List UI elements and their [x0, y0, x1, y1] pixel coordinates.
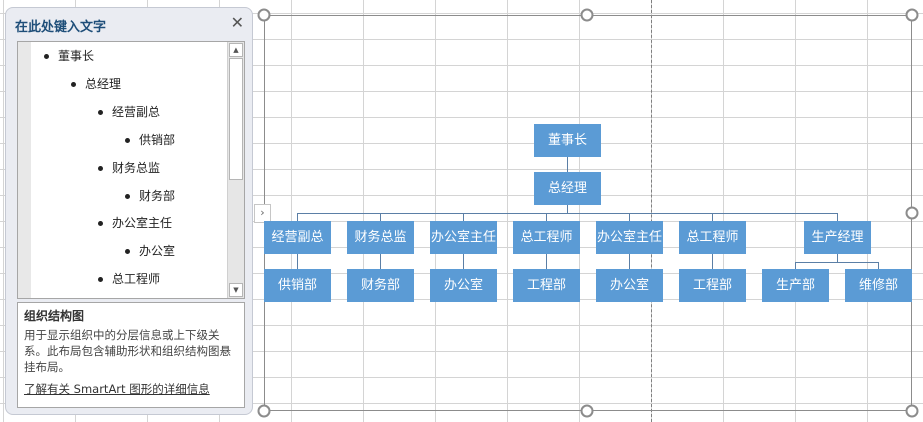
resize-handle-top[interactable]: [580, 8, 594, 22]
resize-handle-top-left[interactable]: [257, 8, 271, 22]
scrollbar-thumb[interactable]: [229, 58, 243, 180]
connector: [795, 262, 796, 269]
connector: [297, 254, 298, 269]
list-item-label: 经营副总: [112, 105, 161, 119]
scroll-down-icon[interactable]: ▼: [229, 283, 243, 297]
connector: [463, 213, 464, 221]
org-node-general-manager[interactable]: 总经理: [534, 172, 601, 205]
list-item[interactable]: 总工程师: [98, 269, 160, 289]
resize-handle-bottom-right[interactable]: [905, 404, 919, 418]
org-node-manager[interactable]: 财务总监: [347, 221, 414, 254]
org-node-manager[interactable]: 办公室主任: [596, 221, 663, 254]
page-break-line: [651, 0, 652, 422]
bullet-icon: [98, 166, 103, 171]
connector: [712, 213, 713, 221]
list-item[interactable]: 办公室: [125, 241, 175, 261]
bullet-icon: [98, 277, 103, 282]
org-node-department[interactable]: 工程部: [679, 269, 746, 302]
list-item-label: 总工程师: [112, 272, 161, 286]
org-node-department[interactable]: 办公室: [430, 269, 497, 302]
bullet-icon: [125, 194, 130, 199]
connector: [567, 205, 568, 213]
connector: [629, 213, 630, 221]
list-item-label: 财务部: [139, 189, 176, 203]
resize-handle-bottom-left[interactable]: [257, 404, 271, 418]
bullet-icon: [44, 54, 49, 59]
org-node-department[interactable]: 生产部: [762, 269, 829, 302]
text-pane: 在此处键入文字 ✕ 董事长 总经理 经营副总 供销部 财务总监 财务部 办公室主…: [5, 7, 253, 415]
resize-handle-right[interactable]: [905, 206, 919, 220]
list-item-label: 办公室: [139, 244, 176, 258]
text-pane-toggle-button[interactable]: ›: [254, 204, 271, 223]
list-item-label: 办公室主任: [112, 216, 173, 230]
list-item[interactable]: 供销部: [125, 130, 175, 150]
connector: [795, 262, 879, 263]
org-node-department[interactable]: 维修部: [845, 269, 912, 302]
bullet-icon: [71, 82, 76, 87]
org-node-manager[interactable]: 经营副总: [264, 221, 331, 254]
list-item[interactable]: 财务总监: [98, 158, 160, 178]
org-node-manager[interactable]: 总工程师: [679, 221, 746, 254]
org-node-manager[interactable]: 总工程师: [513, 221, 580, 254]
list-item-label: 董事长: [58, 49, 95, 63]
list-item[interactable]: 总经理: [71, 74, 121, 94]
org-node-department[interactable]: 供销部: [264, 269, 331, 302]
text-pane-title: 在此处键入文字: [15, 20, 107, 35]
connector: [297, 213, 298, 221]
layout-description: 组织结构图 用于显示组织中的分层信息或上下级关系。此布局包含辅助形状和组织结构图…: [17, 302, 245, 408]
org-node-root[interactable]: 董事长: [534, 124, 601, 157]
connector: [629, 254, 630, 269]
connector: [837, 254, 838, 262]
org-node-department[interactable]: 工程部: [513, 269, 580, 302]
connector: [837, 213, 838, 221]
connector: [712, 254, 713, 269]
bullet-icon: [98, 221, 103, 226]
org-node-manager[interactable]: 办公室主任: [430, 221, 497, 254]
vertical-scrollbar[interactable]: ▲ ▼: [227, 42, 244, 298]
bullet-icon: [98, 110, 103, 115]
list-item-label: 总经理: [85, 77, 122, 91]
list-gutter: [18, 42, 31, 298]
close-icon[interactable]: ✕: [230, 13, 244, 32]
list-item-label: 供销部: [139, 133, 176, 147]
org-node-department[interactable]: 办公室: [596, 269, 663, 302]
connector: [546, 213, 547, 221]
connector: [567, 157, 568, 172]
org-node-department[interactable]: 财务部: [347, 269, 414, 302]
layout-name: 组织结构图: [24, 309, 85, 323]
layout-description-text: 用于显示组织中的分层信息或上下级关系。此布局包含辅助形状和组织结构图悬挂布局。: [24, 328, 231, 374]
connector: [546, 254, 547, 269]
bullet-icon: [125, 138, 130, 143]
list-item[interactable]: 经营副总: [98, 102, 160, 122]
connector: [380, 213, 381, 221]
list-item-label: 财务总监: [112, 161, 161, 175]
connector: [297, 213, 837, 214]
resize-handle-bottom[interactable]: [580, 404, 594, 418]
bullet-icon: [125, 249, 130, 254]
list-item[interactable]: 董事长: [44, 46, 94, 66]
org-node-manager[interactable]: 生产经理: [804, 221, 871, 254]
text-pane-list[interactable]: 董事长 总经理 经营副总 供销部 财务总监 财务部 办公室主任 办公室 总工程师…: [17, 41, 245, 299]
list-item[interactable]: 财务部: [125, 186, 175, 206]
resize-handle-top-right[interactable]: [905, 8, 919, 22]
learn-more-link[interactable]: 了解有关 SmartArt 图形的详细信息: [24, 382, 210, 396]
connector: [380, 254, 381, 269]
scroll-up-icon[interactable]: ▲: [229, 43, 243, 57]
connector: [463, 254, 464, 269]
list-item[interactable]: 办公室主任: [98, 213, 172, 233]
connector: [878, 262, 879, 269]
